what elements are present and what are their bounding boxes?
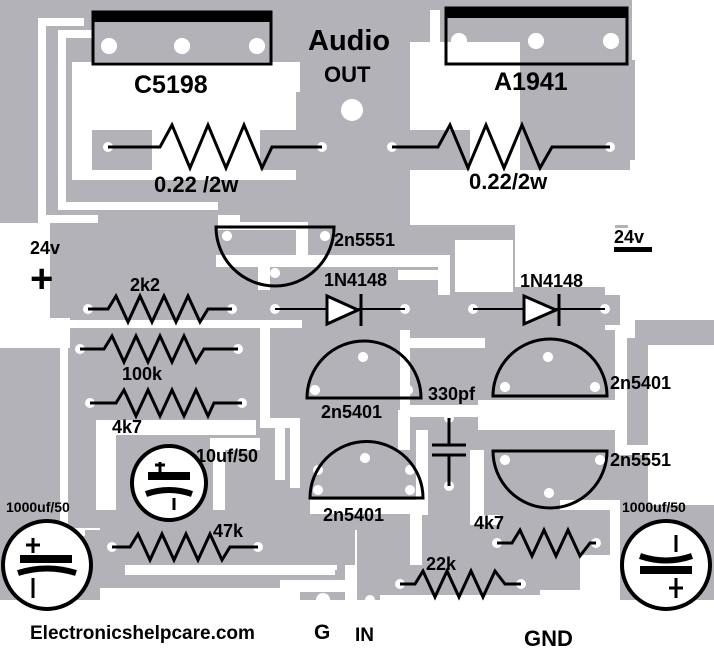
label-audio: Audio <box>308 25 390 57</box>
label-100k: 100k <box>122 364 163 384</box>
resistor-100k <box>80 332 238 366</box>
transistor-2n5401-mid-left <box>305 339 423 400</box>
to92-pads <box>222 231 605 498</box>
label-2n5551-top: 2n5551 <box>334 230 395 250</box>
label-2n5401-right: 2n5401 <box>610 373 671 393</box>
capacitor-1000uf-left <box>1 519 93 611</box>
to92-transistors <box>214 225 609 510</box>
label-res-top-right: 0.22/2w <box>469 169 548 194</box>
transistor-pads <box>101 33 619 54</box>
label-4k7-right: 4k7 <box>474 513 504 533</box>
label-47k: 47k <box>213 521 244 541</box>
resistor-4k7-right <box>497 526 596 560</box>
label-2n5401-low-left: 2n5401 <box>323 505 384 525</box>
resistor-47k <box>112 530 258 564</box>
capacitor-1000uf-right <box>620 519 712 611</box>
resistor-022-left <box>108 121 322 172</box>
label-res-top-left: 0.22 /2w <box>154 172 239 197</box>
label-330pf: 330pf <box>428 384 476 404</box>
transistor-c5198 <box>91 10 273 66</box>
diode-right <box>522 293 560 327</box>
transistor-a1941 <box>444 6 629 66</box>
label-c5198: C5198 <box>134 71 208 99</box>
resistor-022-right <box>392 121 610 172</box>
capacitor-330pf <box>432 418 466 486</box>
supply-right-bar <box>614 247 652 252</box>
label-2n5401-mid-left: 2n5401 <box>321 402 382 422</box>
resistor-4k7-left <box>90 386 242 420</box>
diode-left <box>325 293 362 327</box>
diodes <box>275 293 605 327</box>
resistor-2k2 <box>88 292 232 326</box>
label-1n4148-left: 1N4148 <box>324 270 387 290</box>
capacitor-10uf <box>130 444 208 522</box>
label-in: IN <box>355 625 374 646</box>
label-1000uf-left: 1000uf/50 <box>6 499 70 515</box>
label-1000uf-right: 1000uf/50 <box>622 499 686 515</box>
label-1n4148-right: 1N4148 <box>520 271 583 291</box>
label-10uf: 10uf/50 <box>196 446 258 466</box>
label-4k7-left: 4k7 <box>112 417 142 437</box>
transistor-2n5401-low-left <box>308 440 425 500</box>
label-a1941: A1941 <box>494 68 568 96</box>
label-2n5551-low-right: 2n5551 <box>610 450 671 470</box>
transistor-2n5551-low-right <box>491 449 609 510</box>
transistor-2n5401-right <box>491 337 609 398</box>
transistor-2n5551-top <box>214 225 336 288</box>
resistor-22k <box>400 567 521 601</box>
label-24v-left: 24v <box>30 238 60 258</box>
resistors <box>80 121 610 601</box>
label-24v-right: 24v <box>614 227 644 247</box>
label-22k: 22k <box>426 554 457 574</box>
label-website: Electronicshelpcare.com <box>30 623 255 644</box>
label-out: OUT <box>324 62 371 87</box>
labels: C5198 A1941 Audio OUT 0.22 /2w 0.22/2w 2… <box>6 25 686 651</box>
label-2k2: 2k2 <box>130 275 160 295</box>
label-g: G <box>314 621 330 644</box>
label-gnd: GND <box>524 626 573 651</box>
label-plus-left: + <box>30 257 53 301</box>
